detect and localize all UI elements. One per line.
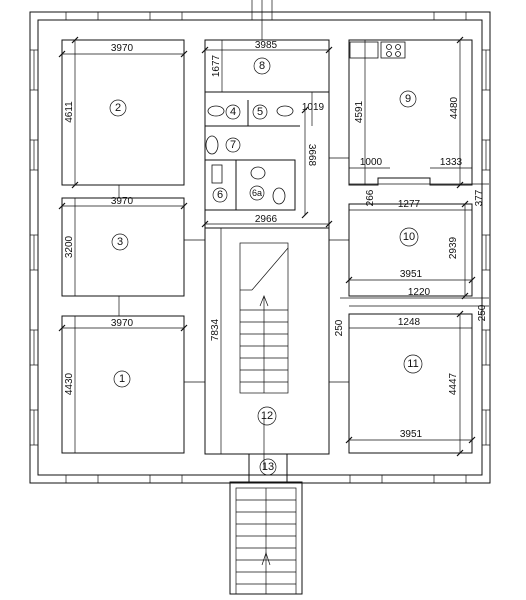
room-label-9: 9 [405,93,411,105]
room-marker-11: 11 [403,354,423,374]
dim-room9-step-left: 1000 [360,157,383,168]
room-label-4: 4 [230,106,236,118]
dim-room10-wall-b: 377 [474,189,485,206]
dim-room8-width: 3985 [255,40,278,51]
inner-stair [239,242,289,470]
room-label-2: 2 [115,102,121,114]
room-label-7: 7 [230,139,236,151]
dim-room11-wall-b: 250 [477,304,488,321]
dim-room10-depth: 2939 [448,236,459,259]
room-label-3: 3 [117,236,123,248]
room-label-13: 13 [262,461,274,473]
dim-room2-width: 3970 [111,43,134,54]
room-label-8: 8 [259,60,265,72]
dim-room9-left: 4591 [354,100,365,123]
dim-stair-length: 7834 [210,318,221,341]
room-marker-2: 2 [109,99,127,117]
room-label-11: 11 [407,358,418,370]
dim-room11-wall-a: 250 [334,319,345,336]
room-marker-8: 8 [253,57,271,75]
room-marker-1: 1 [113,370,131,388]
dim-room11-depth: 4447 [448,372,459,395]
dim-room3-depth: 3200 [64,235,75,258]
room-marker-5: 5 [252,104,268,120]
room-label-10: 10 [403,231,415,243]
dim-room10-width: 3951 [400,269,423,280]
dim-core-width: 2966 [255,214,278,225]
dim-room10-top: 1277 [398,199,421,210]
room-label-12: 12 [261,410,273,422]
room-walls [61,39,473,483]
dimension-lines [58,36,489,457]
dim-room9-right: 4480 [449,96,460,119]
dim-room1-depth: 4430 [64,372,75,395]
room-marker-4: 4 [225,104,241,120]
dim-room2-depth: 4611 [64,101,75,123]
room-marker-9: 9 [399,90,417,108]
dim-bath-depth: 3668 [306,144,317,167]
dim-room11-width: 3951 [400,429,423,440]
dim-passage-width: 1220 [408,287,431,298]
room-marker-12: 12 [257,406,277,426]
dim-room3-width: 3970 [111,196,134,207]
room-marker-10: 10 [399,227,419,247]
dim-room11-top: 1248 [398,317,421,328]
doors [118,157,349,383]
dim-wc-depth: 1019 [302,102,325,113]
entrance-stair [229,481,303,595]
top-pipe [251,0,273,40]
dimension-labels: 3970 4611 3970 3200 3970 4430 3985 1677 … [64,40,488,440]
fixtures [205,41,406,205]
room-marker-6: 6 [212,187,228,203]
dim-room10-wall-a: 266 [365,189,376,206]
dim-room9-step-right: 1333 [440,157,463,168]
room-marker-7: 7 [225,137,241,153]
room-marker-3: 3 [111,233,129,251]
dim-room8-depth: 1677 [211,54,222,77]
dim-room1-width: 3970 [111,318,134,329]
room-label-6a: 6a [252,188,262,198]
room-label-5: 5 [257,106,263,118]
room-marker-13: 13 [259,458,277,476]
windows [29,11,491,484]
room-label-6: 6 [217,189,223,201]
room-marker-6a: 6a [249,185,265,201]
room-markers: 2 3 1 8 4 5 7 6 [109,57,423,476]
room-label-1: 1 [119,373,125,385]
